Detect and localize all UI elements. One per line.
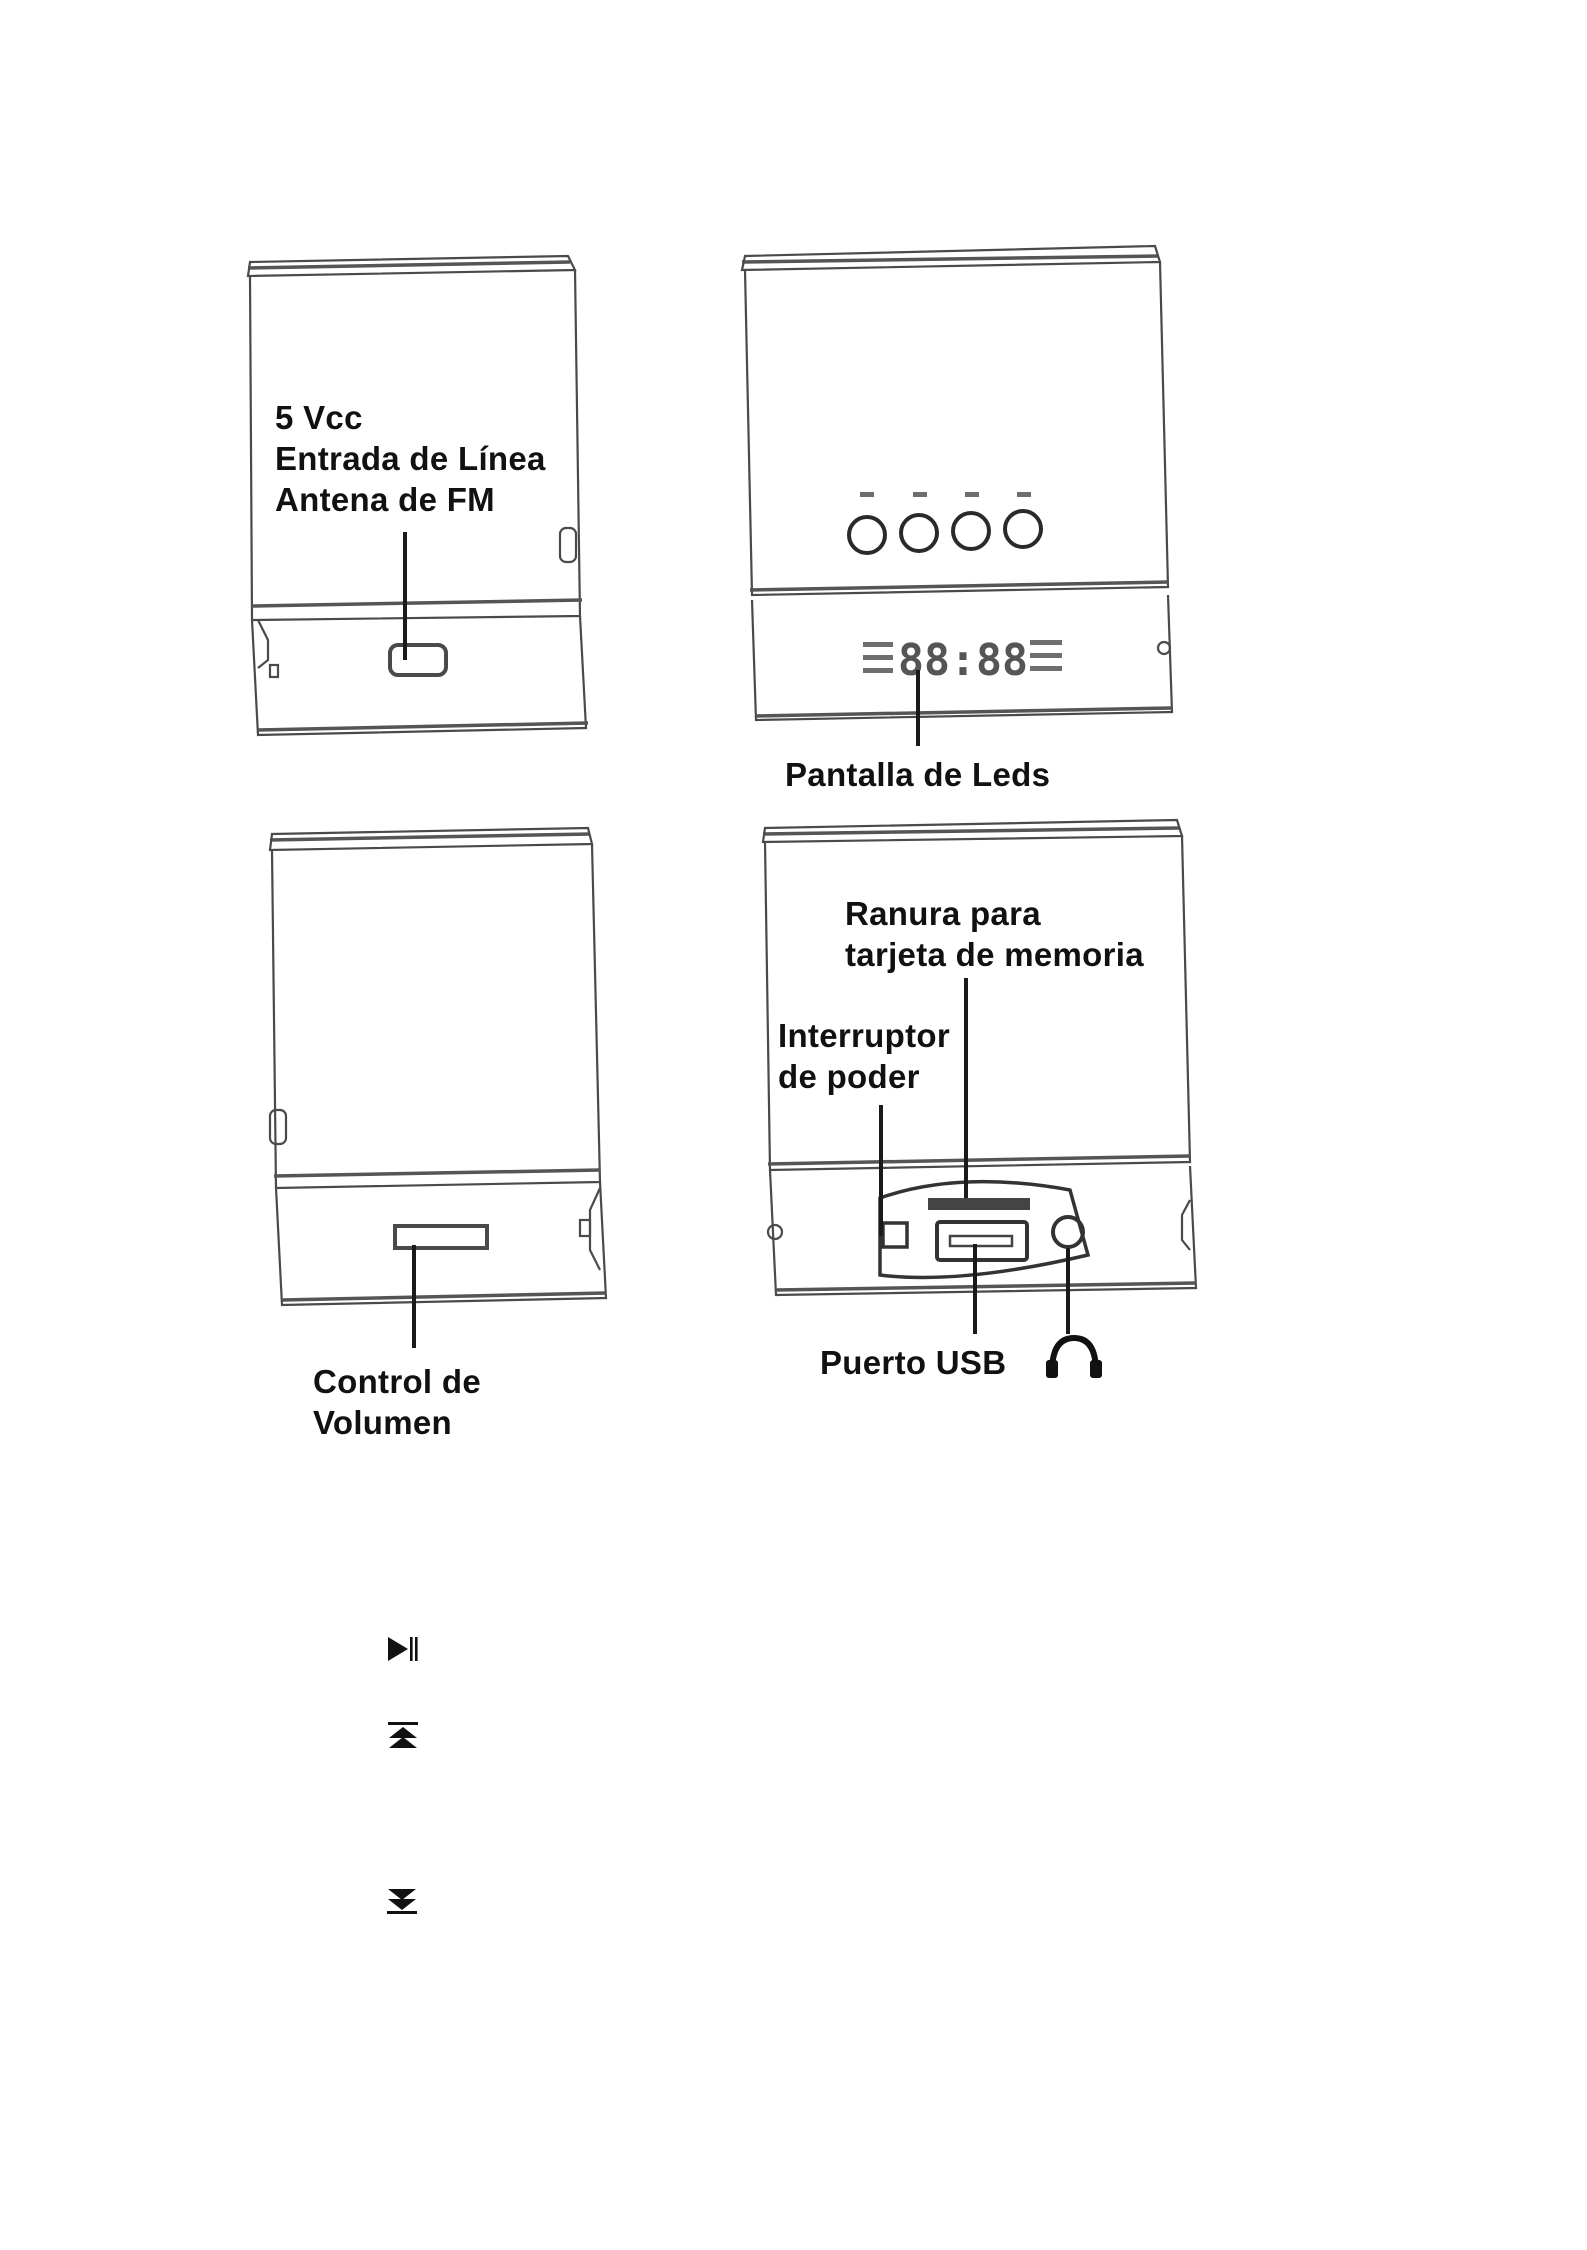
front-button-3 bbox=[953, 513, 989, 549]
led-display: 88:88 bbox=[863, 635, 1062, 686]
label-volume-line1: Control de bbox=[313, 1361, 481, 1402]
memory-card-slot bbox=[928, 1198, 1030, 1210]
label-usb-port: Puerto USB bbox=[820, 1342, 1006, 1383]
device-side-view bbox=[270, 828, 606, 1305]
skip-down-icon bbox=[387, 1889, 417, 1914]
device-front-view: 88:88 bbox=[742, 246, 1172, 720]
label-power-line1: Interruptor bbox=[778, 1015, 950, 1056]
headphone-jack bbox=[1053, 1217, 1083, 1247]
label-memory-line1: Ranura para bbox=[845, 893, 1144, 934]
volume-label-block: Control de Volumen bbox=[313, 1361, 481, 1443]
label-5vcc: 5 Vcc bbox=[275, 397, 546, 438]
skip-up-icon bbox=[388, 1722, 418, 1748]
label-line-input: Entrada de Línea bbox=[275, 438, 546, 479]
label-led-display: Pantalla de Leds bbox=[785, 754, 1050, 795]
label-volume-line2: Volumen bbox=[313, 1402, 481, 1443]
front-button-2 bbox=[901, 515, 937, 551]
label-power-line2: de poder bbox=[778, 1056, 950, 1097]
headphone-icon bbox=[1046, 1338, 1102, 1378]
memory-slot-label-block: Ranura para tarjeta de memoria bbox=[845, 893, 1144, 975]
front-button-4 bbox=[1005, 511, 1041, 547]
label-memory-line2: tarjeta de memoria bbox=[845, 934, 1144, 975]
play-pause-icon bbox=[388, 1637, 418, 1661]
front-buttons bbox=[849, 492, 1041, 553]
power-switch-label-block: Interruptor de poder bbox=[778, 1015, 950, 1097]
front-button-1 bbox=[849, 517, 885, 553]
label-fm-antenna: Antena de FM bbox=[275, 479, 546, 520]
power-switch bbox=[883, 1223, 907, 1247]
back-label-block: 5 Vcc Entrada de Línea Antena de FM bbox=[275, 397, 546, 520]
